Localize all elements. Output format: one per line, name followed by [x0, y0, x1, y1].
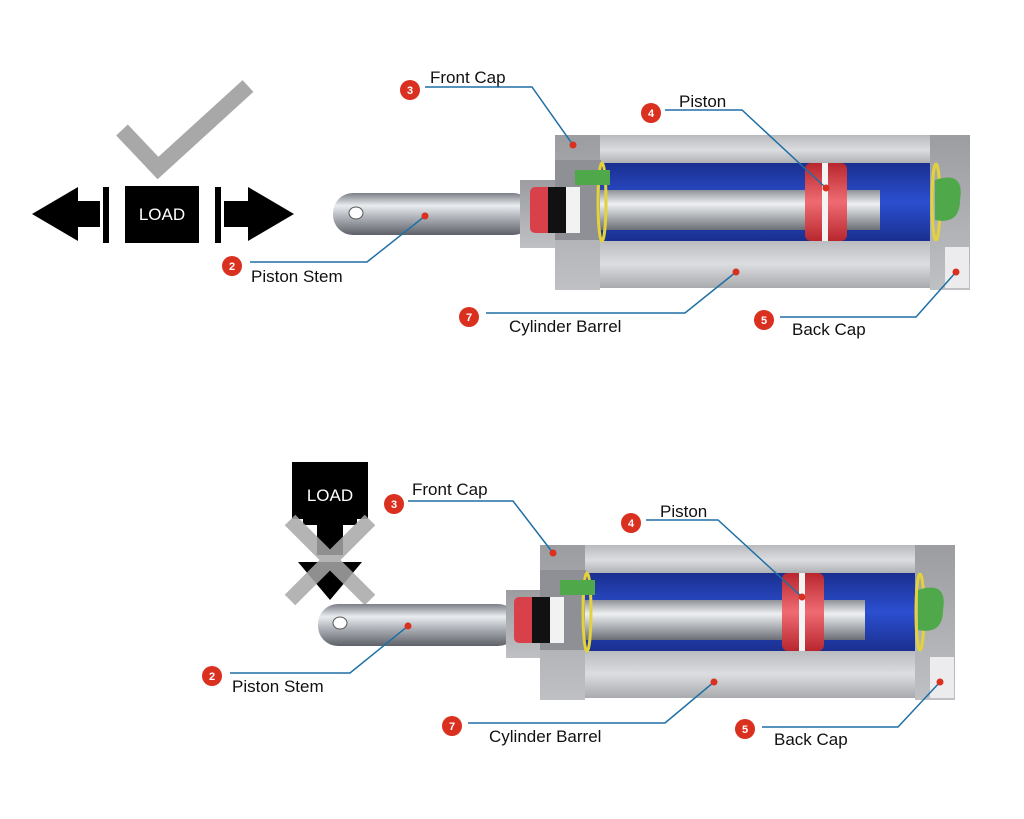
- callout-label: Piston: [679, 92, 726, 111]
- callout-label: Back Cap: [792, 320, 866, 339]
- callout-back-cap: 5 Back Cap: [735, 719, 848, 749]
- callout-label: Piston Stem: [251, 267, 343, 286]
- callout-back-cap: 5 Back Cap: [754, 310, 866, 339]
- callout-label: Front Cap: [430, 68, 506, 87]
- load-label: LOAD: [139, 205, 185, 224]
- callouts-diagram-1: 3 Front Cap 4 Piston 2 Piston Stem 7 Cyl…: [222, 68, 960, 339]
- barrel-top-wall: [598, 135, 930, 165]
- diagram-axial-load: LOAD: [32, 68, 970, 339]
- arrow-left-icon: [32, 187, 100, 241]
- callout-number: 5: [761, 315, 767, 327]
- callout-number: 3: [391, 499, 397, 511]
- callout-cylinder-barrel: 7 Cylinder Barrel: [442, 716, 601, 746]
- callout-label: Cylinder Barrel: [489, 727, 601, 746]
- piston-stem: [333, 193, 533, 235]
- callout-label: Cylinder Barrel: [509, 317, 621, 336]
- callout-number: 7: [466, 312, 472, 324]
- load-box: [292, 462, 368, 519]
- callout-front-cap: 3 Front Cap: [384, 480, 488, 514]
- load-label: LOAD: [307, 486, 353, 505]
- check-mark-icon: [116, 80, 254, 180]
- barrel-top-wall: [583, 545, 915, 575]
- callout-number: 2: [209, 671, 215, 683]
- arrow-right-icon: [224, 187, 294, 241]
- callout-label: Piston: [660, 502, 707, 521]
- callout-number: 4: [628, 518, 635, 530]
- callout-piston: 4 Piston: [641, 92, 726, 123]
- load-indicator-side: LOAD: [284, 462, 376, 606]
- callout-label: Piston Stem: [232, 677, 324, 696]
- callout-piston-stem: 2 Piston Stem: [222, 256, 343, 286]
- x-mark-icon: [284, 514, 376, 606]
- cylinder-cutaway: [318, 545, 955, 700]
- cylinder-barrel: [598, 240, 944, 288]
- callout-piston-stem: 2 Piston Stem: [202, 666, 324, 696]
- callout-cylinder-barrel: 7 Cylinder Barrel: [459, 307, 621, 336]
- callout-number: 2: [229, 261, 235, 273]
- callout-number: 7: [449, 721, 455, 733]
- callout-number: 3: [407, 85, 413, 97]
- load-box: [125, 186, 199, 243]
- load-indicator-axial: LOAD: [32, 80, 294, 243]
- callout-front-cap: 3 Front Cap: [400, 68, 506, 100]
- callouts-diagram-2: 3 Front Cap 4 Piston 2 Piston Stem 7 Cyl…: [202, 480, 944, 749]
- cylinder-barrel: [583, 650, 929, 698]
- callout-label: Front Cap: [412, 480, 488, 499]
- cylinder-cutaway: [333, 135, 970, 290]
- piston-stem: [318, 604, 518, 646]
- diagram-side-load: LOAD: [202, 462, 955, 749]
- callout-number: 4: [648, 108, 655, 120]
- callout-number: 5: [742, 724, 748, 736]
- callout-label: Back Cap: [774, 730, 848, 749]
- callout-piston: 4 Piston: [621, 502, 707, 533]
